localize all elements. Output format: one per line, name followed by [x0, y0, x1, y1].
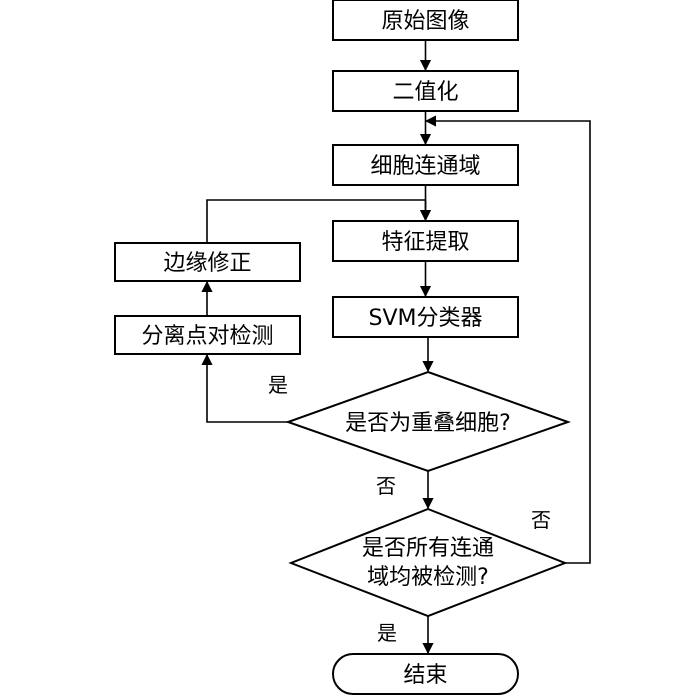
node-feature-extract-label: 特征提取 [381, 230, 469, 255]
decision-overlap-label: 是否为重叠细胞? [345, 411, 511, 436]
decision-all-checked-label-2: 域均被检测? [367, 565, 489, 590]
node-edge-correct [114, 242, 301, 282]
node-binarize [332, 70, 519, 112]
label-all-no: 否 [531, 508, 551, 532]
node-original-image-label: 原始图像 [381, 9, 469, 34]
node-svm [332, 296, 519, 338]
label-all-yes: 是 [377, 621, 397, 645]
label-overlap-yes: 是 [268, 373, 288, 397]
node-split-detect-label: 分离点对检测 [141, 324, 273, 349]
node-binarize-label: 二值化 [392, 80, 458, 105]
arrow-edge-to-feature [206, 199, 432, 243]
arrow-overlap-yes-to-split [201, 353, 288, 423]
node-cell-region-label: 细胞连通域 [370, 154, 480, 179]
node-original-image [332, 0, 519, 41]
decision-all-checked-label-1: 是否所有连通 [362, 536, 494, 561]
node-svm-label: SVM分类器 [369, 306, 483, 331]
decision-all-checked [288, 507, 568, 618]
node-end-label: 结束 [403, 663, 447, 688]
arrow-all-no-loop [424, 115, 591, 564]
label-overlap-no: 否 [376, 474, 396, 498]
node-edge-correct-label: 边缘修正 [163, 251, 251, 276]
